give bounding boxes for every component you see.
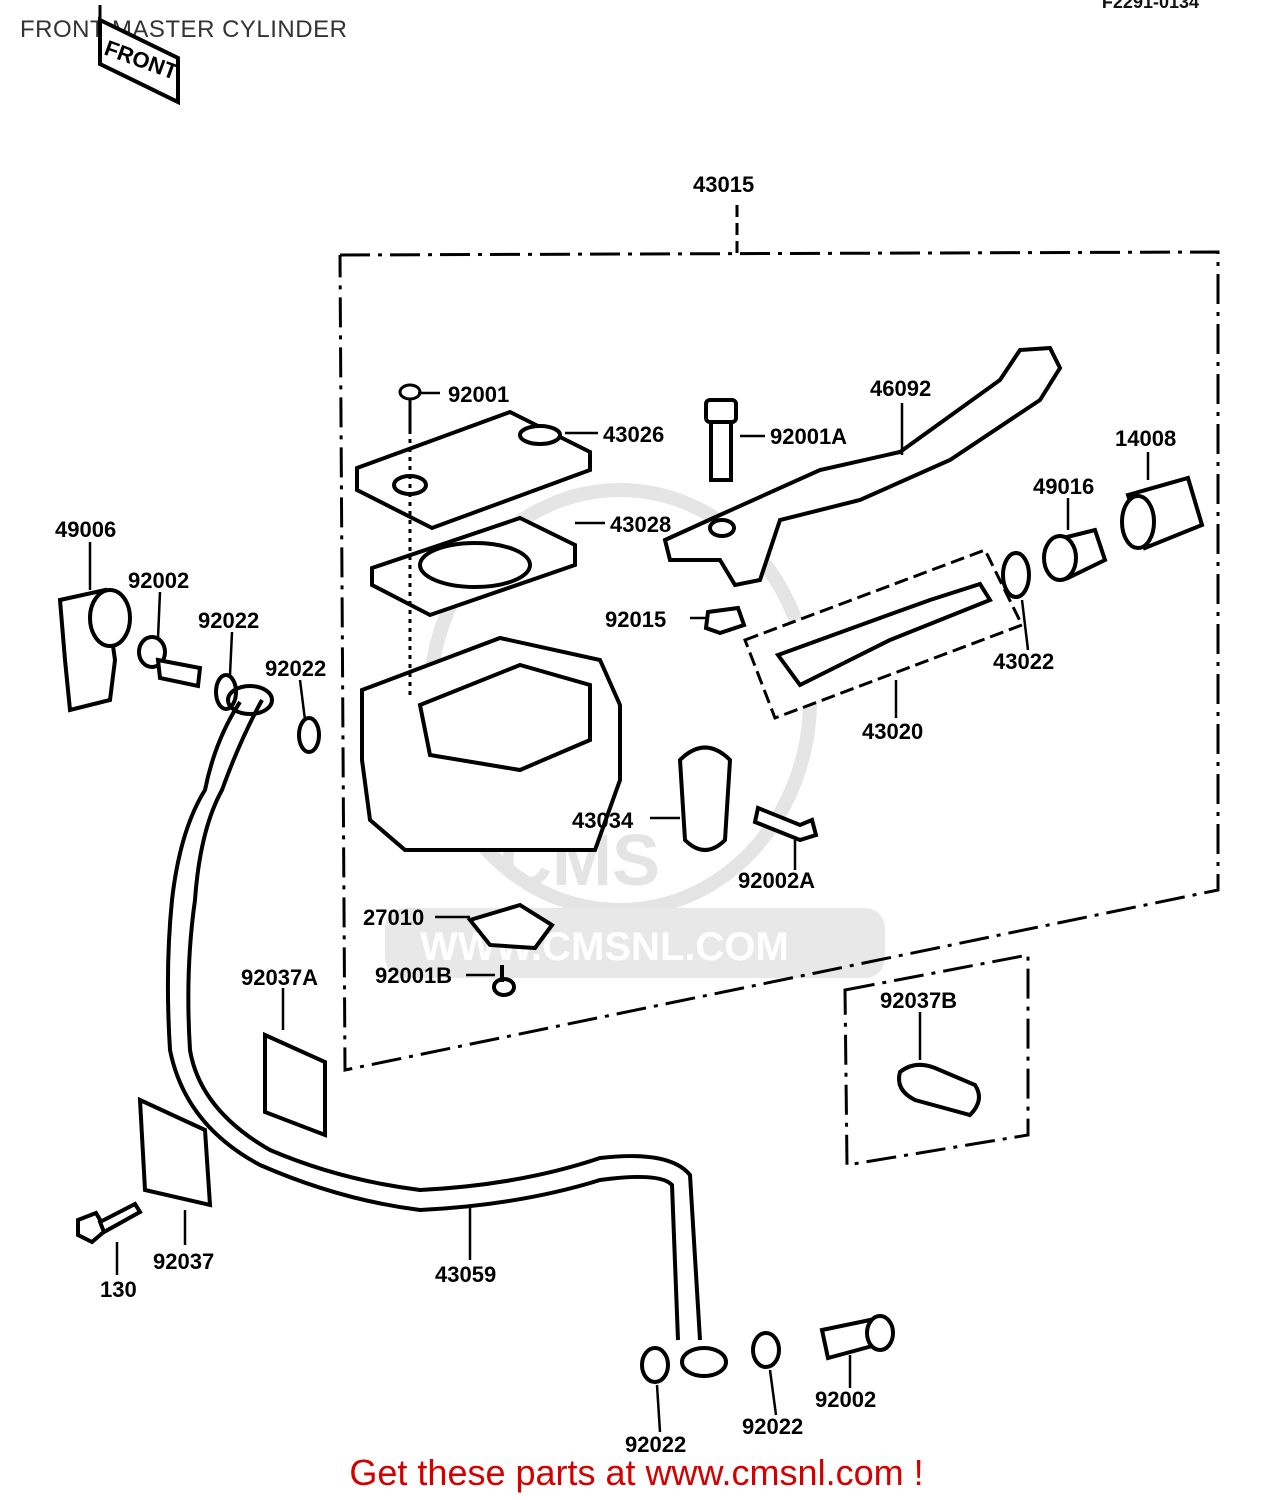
banjo-bolt-92002-top xyxy=(137,635,203,689)
screw-92001 xyxy=(398,383,422,700)
cup-43022 xyxy=(1001,551,1031,599)
label-92022-a: 92022 xyxy=(198,608,259,633)
label-92022-b: 92022 xyxy=(265,656,326,681)
banjo-bolt-92002-bottom xyxy=(819,1314,895,1361)
brake-hose-43059 xyxy=(165,684,728,1378)
label-92001a: 92001A xyxy=(770,424,847,449)
diaphragm-43028 xyxy=(370,515,577,618)
bolt-130 xyxy=(76,1201,143,1245)
label-27010: 27010 xyxy=(363,905,424,930)
footer-link-text[interactable]: Get these parts at www.cmsnl.com ! xyxy=(349,1452,924,1493)
label-43020: 43020 xyxy=(862,719,923,744)
watermark-url: WWW.CMSNL.COM xyxy=(420,925,789,969)
label-43059: 43059 xyxy=(435,1262,496,1287)
clamp-92037a xyxy=(263,1031,327,1138)
label-92002-bottom: 92002 xyxy=(815,1387,876,1412)
bolt-92002a xyxy=(752,805,819,843)
label-92002-top: 92002 xyxy=(128,568,189,593)
washers-92022-top xyxy=(214,673,321,754)
clamp-92037 xyxy=(137,1096,213,1208)
nut-92015 xyxy=(703,605,747,636)
switch-27010 xyxy=(466,902,555,951)
reservoir-cap xyxy=(355,409,592,531)
piston-43020 xyxy=(743,548,1025,720)
label-43026: 43026 xyxy=(603,422,664,447)
washers-92022-bottom xyxy=(640,1331,781,1384)
label-43028: 43028 xyxy=(610,512,671,537)
cap-14008 xyxy=(1120,475,1205,551)
label-43034: 43034 xyxy=(572,808,634,833)
label-92037a: 92037A xyxy=(241,965,318,990)
screw-92001b xyxy=(492,965,516,997)
label-92002a: 92002A xyxy=(738,868,815,893)
label-130: 130 xyxy=(100,1277,137,1302)
front-direction-tag: FRONT xyxy=(98,5,182,106)
label-43022: 43022 xyxy=(993,649,1054,674)
label-14008: 14008 xyxy=(1115,426,1176,451)
master-cylinder-assembly-box xyxy=(338,205,1220,1072)
label-92022-c: 92022 xyxy=(625,1432,686,1457)
boot-49016 xyxy=(1042,527,1108,582)
label-46092: 46092 xyxy=(870,376,931,401)
label-92037: 92037 xyxy=(153,1249,214,1274)
label-92001: 92001 xyxy=(448,382,509,407)
brake-lever-46092 xyxy=(662,345,1063,588)
label-49016: 49016 xyxy=(1033,474,1094,499)
leader-lines xyxy=(88,391,1150,1433)
holder-43034 xyxy=(677,745,733,852)
reference-code: F2291-0134 xyxy=(1101,0,1199,12)
label-43015: 43015 xyxy=(693,172,754,197)
label-92037b: 92037B xyxy=(880,988,957,1013)
diagram-title: FRONT MASTER CYLINDER xyxy=(20,16,348,43)
clamp-92037b xyxy=(897,1062,981,1118)
label-92001b: 92001B xyxy=(375,963,452,988)
label-49006: 49006 xyxy=(55,517,116,542)
cap-49006 xyxy=(57,587,132,713)
clamp-92037b-box xyxy=(843,953,1030,1167)
label-92022-d: 92022 xyxy=(742,1414,803,1439)
master-cylinder-body xyxy=(360,635,622,852)
part-labels: 43015 92001 43026 92001A 46092 14008 490… xyxy=(55,172,1176,1457)
label-92015: 92015 xyxy=(605,607,666,632)
bolt-92001a xyxy=(704,398,738,482)
